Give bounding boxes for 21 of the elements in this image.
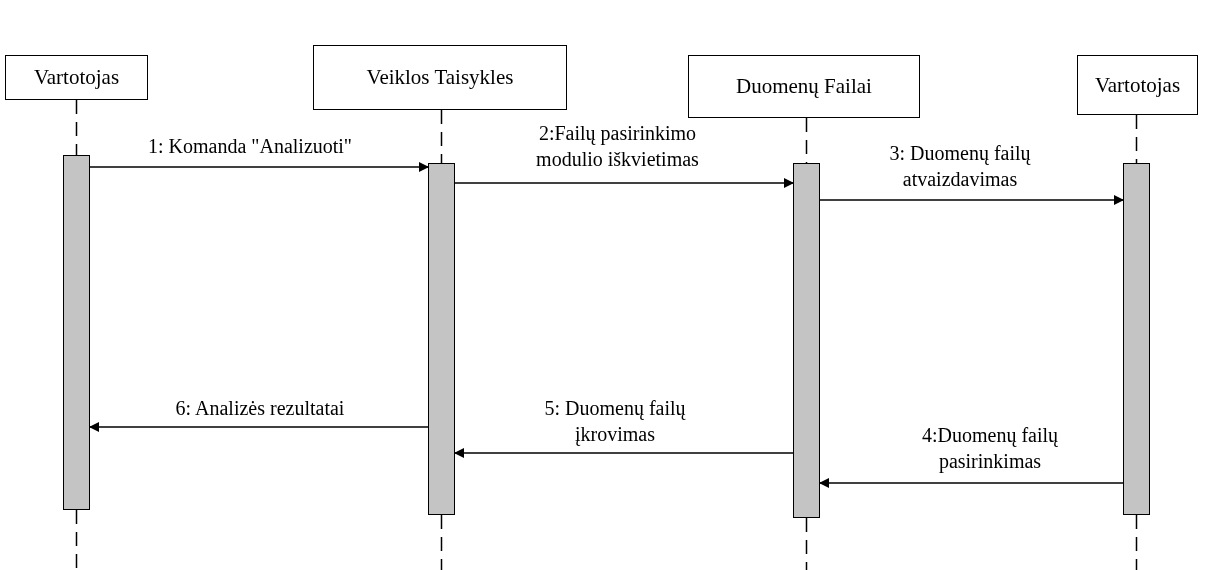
- activation-bar: [793, 163, 820, 518]
- activation-bar: [1123, 163, 1150, 515]
- activation-bar: [428, 163, 455, 515]
- object-box: Vartotojas: [1077, 55, 1198, 115]
- object-box: Veiklos Taisykles: [313, 45, 567, 110]
- activation-bar: [63, 155, 90, 510]
- arrow: [819, 478, 1124, 488]
- lifeline: [75, 99, 78, 156]
- lifeline: [1135, 114, 1138, 164]
- arrow: [454, 448, 794, 458]
- arrow: [89, 422, 429, 432]
- lifeline: [805, 517, 808, 570]
- lifeline: [1135, 514, 1138, 570]
- object-box: Duomenų Failai: [688, 55, 920, 118]
- object-box: Vartotojas: [5, 55, 148, 100]
- arrow: [819, 195, 1124, 205]
- lifeline: [440, 514, 443, 570]
- lifeline: [75, 509, 78, 570]
- arrow: [89, 162, 429, 172]
- arrow: [454, 178, 794, 188]
- lifeline: [440, 109, 443, 164]
